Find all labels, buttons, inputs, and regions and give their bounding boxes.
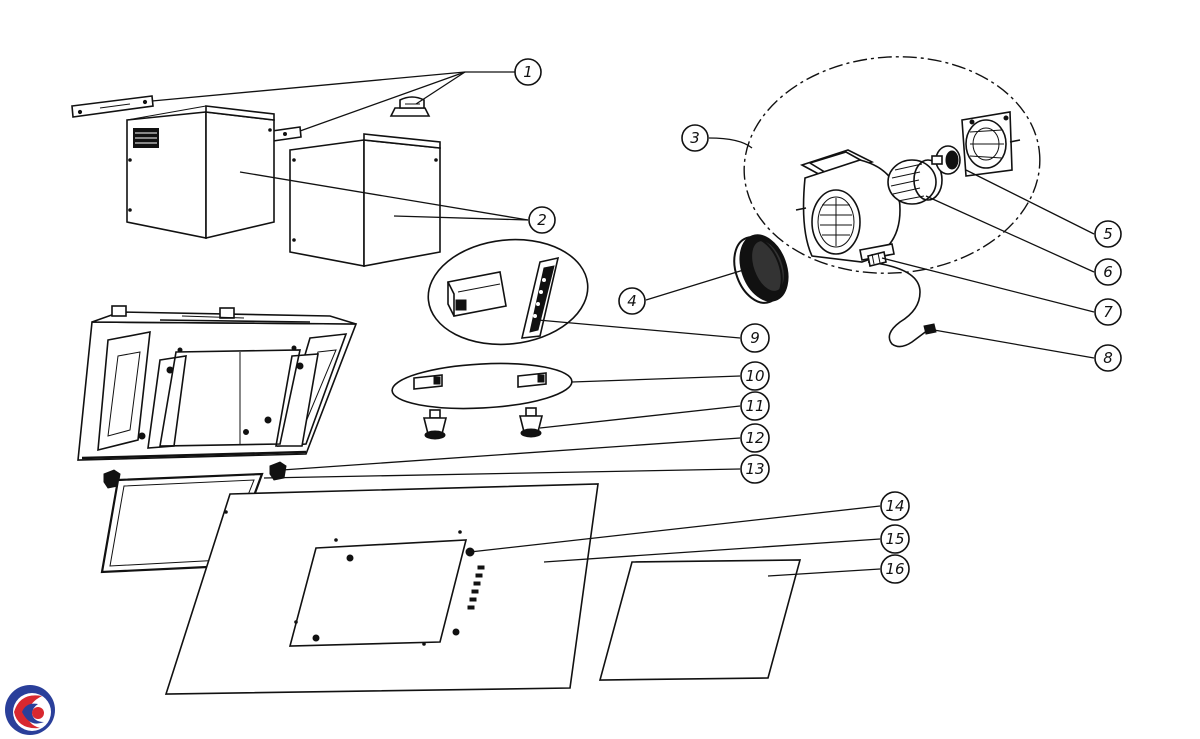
lamp-holder-right xyxy=(517,372,547,388)
round-carbon-filter xyxy=(733,234,789,304)
callout-3: 3 xyxy=(681,124,709,152)
callout-7-label: 7 xyxy=(1103,303,1113,321)
callout-7: 7 xyxy=(1094,298,1122,326)
callout-9: 9 xyxy=(740,323,770,353)
glass-front-panel xyxy=(164,483,599,695)
callout-15: 15 xyxy=(880,524,910,554)
callout-2-label: 2 xyxy=(537,211,547,229)
motor-assembly-group-outline xyxy=(743,56,1041,274)
callout-3-label: 3 xyxy=(690,129,700,147)
callout-1-label: 1 xyxy=(523,63,533,81)
leader-lines xyxy=(151,71,1095,577)
callout-10-label: 10 xyxy=(745,367,764,385)
power-cable xyxy=(867,251,937,348)
callout-8: 8 xyxy=(1094,344,1122,372)
glass-side-panel xyxy=(598,559,802,681)
callout-6: 6 xyxy=(1094,258,1122,286)
callout-9-label: 9 xyxy=(750,329,760,347)
callout-8-label: 8 xyxy=(1103,349,1113,367)
callout-5: 5 xyxy=(1094,220,1122,248)
lamp-holder-left xyxy=(413,374,443,390)
callout-12-label: 12 xyxy=(745,429,764,447)
callout-11: 11 xyxy=(740,391,770,421)
hood-body xyxy=(77,305,358,461)
lamp-holder-group-outline xyxy=(391,362,573,410)
chimney-cover-upper xyxy=(126,105,275,240)
callout-12: 12 xyxy=(740,423,770,453)
callout-14-label: 14 xyxy=(885,497,904,515)
mounting-bracket-left xyxy=(71,95,154,118)
callout-1: 1 xyxy=(514,58,542,86)
callout-5-label: 5 xyxy=(1103,225,1113,243)
callout-13: 13 xyxy=(740,454,770,484)
control-group-outline xyxy=(427,238,589,346)
callout-11-label: 11 xyxy=(745,397,764,415)
callout-15-label: 15 xyxy=(885,530,904,548)
wall-mount-clip xyxy=(389,96,431,117)
callout-2: 2 xyxy=(528,206,556,234)
callout-4-label: 4 xyxy=(627,292,637,310)
brand-logo-icon xyxy=(5,685,55,735)
halogen-bulb-left xyxy=(422,409,448,440)
chimney-cover-lower xyxy=(289,133,441,267)
motor-mount-plate xyxy=(961,111,1021,177)
switch-panel xyxy=(520,256,560,339)
callout-14: 14 xyxy=(880,491,910,521)
blower-housing xyxy=(795,149,901,263)
callout-16-label: 16 xyxy=(885,560,904,578)
callout-4: 4 xyxy=(618,287,646,315)
callout-10: 10 xyxy=(740,361,770,391)
mounting-bracket-small xyxy=(271,126,302,142)
fan-wheel xyxy=(887,159,943,205)
callout-13-label: 13 xyxy=(745,460,764,478)
callout-6-label: 6 xyxy=(1103,263,1113,281)
callout-16: 16 xyxy=(880,554,910,584)
motor-body xyxy=(931,145,961,175)
halogen-bulb-right xyxy=(518,407,544,438)
control-box xyxy=(447,271,507,317)
